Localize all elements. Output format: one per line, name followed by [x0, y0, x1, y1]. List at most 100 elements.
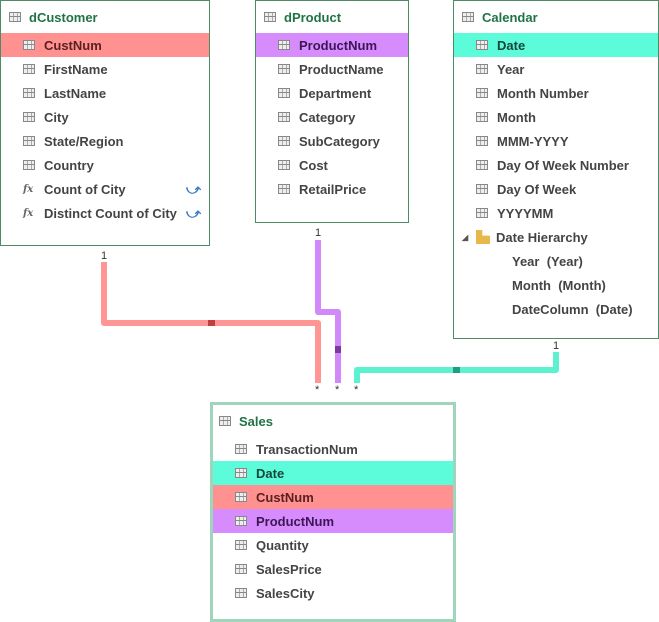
- hierarchy-level-year[interactable]: Year (Year): [454, 249, 658, 273]
- column-icon: [23, 64, 35, 74]
- table-header[interactable]: Calendar: [454, 1, 658, 33]
- field-country[interactable]: Country: [1, 153, 209, 177]
- field-day-of-week-number[interactable]: Day Of Week Number: [454, 153, 658, 177]
- field-mmm-yyyy[interactable]: MMM-YYYY: [454, 129, 658, 153]
- field-month-number[interactable]: Month Number: [454, 81, 658, 105]
- field-label: RetailPrice: [299, 181, 367, 197]
- collapse-triangle-icon[interactable]: ◢: [462, 232, 469, 242]
- hierarchy-date[interactable]: ◢ Date Hierarchy: [454, 225, 658, 249]
- field-month[interactable]: Month: [454, 105, 658, 129]
- field-label: Cost: [299, 157, 328, 173]
- sync-icon: ⤻: [186, 180, 201, 197]
- table-calendar[interactable]: Calendar Date Year Month Number Month MM…: [453, 0, 659, 339]
- field-custnum[interactable]: CustNum: [213, 485, 453, 509]
- hierarchy-icon: [476, 230, 490, 244]
- field-label: Month (Month): [512, 277, 606, 293]
- table-dcustomer[interactable]: dCustomer CustNum FirstName LastName Cit…: [0, 0, 210, 246]
- field-label: Country: [44, 157, 94, 173]
- field-label: Day Of Week: [497, 181, 577, 197]
- field-yyyymm[interactable]: YYYYMM: [454, 201, 658, 225]
- column-icon: [278, 136, 290, 146]
- column-icon: [235, 540, 247, 550]
- field-label: City: [44, 109, 69, 125]
- field-label: FirstName: [44, 61, 108, 77]
- field-subcategory[interactable]: SubCategory: [256, 129, 408, 153]
- field-custnum[interactable]: CustNum: [1, 33, 209, 57]
- field-label: Month: [497, 109, 536, 125]
- field-lastname[interactable]: LastName: [1, 81, 209, 105]
- measure-icon: fx: [23, 183, 34, 195]
- field-salescity[interactable]: SalesCity: [213, 581, 453, 605]
- column-icon: [235, 564, 247, 574]
- field-year[interactable]: Year: [454, 57, 658, 81]
- hierarchy-level-datecolumn[interactable]: DateColumn (Date): [454, 297, 658, 321]
- field-retailprice[interactable]: RetailPrice: [256, 177, 408, 201]
- measure-icon: fx: [23, 207, 34, 219]
- relationship-arrow: [208, 320, 215, 326]
- field-cost[interactable]: Cost: [256, 153, 408, 177]
- relationship-arrow: [453, 367, 460, 373]
- field-label: Date Hierarchy: [496, 229, 588, 245]
- field-city[interactable]: City: [1, 105, 209, 129]
- column-icon: [23, 88, 35, 98]
- field-label: SalesCity: [256, 585, 315, 601]
- field-label: TransactionNum: [256, 441, 358, 457]
- column-icon: [278, 64, 290, 74]
- field-productnum[interactable]: ProductNum: [256, 33, 408, 57]
- column-icon: [23, 136, 35, 146]
- table-title: Sales: [239, 413, 273, 429]
- table-icon: [219, 416, 231, 426]
- field-transactionnum[interactable]: TransactionNum: [213, 437, 453, 461]
- hierarchy-level-month[interactable]: Month (Month): [454, 273, 658, 297]
- field-label: Month Number: [497, 85, 589, 101]
- field-productnum[interactable]: ProductNum: [213, 509, 453, 533]
- field-label: YYYYMM: [497, 205, 554, 221]
- field-label: CustNum: [44, 37, 102, 53]
- field-label: CustNum: [256, 489, 314, 505]
- field-label: MMM-YYYY: [497, 133, 569, 149]
- field-label: Department: [299, 85, 372, 101]
- table-icon: [9, 12, 21, 22]
- column-icon: [278, 160, 290, 170]
- cardinality-many: *: [335, 384, 340, 396]
- column-icon: [235, 492, 247, 502]
- field-label: Year: [497, 61, 525, 77]
- field-firstname[interactable]: FirstName: [1, 57, 209, 81]
- field-date[interactable]: Date: [213, 461, 453, 485]
- table-dproduct[interactable]: dProduct ProductNum ProductName Departme…: [255, 0, 409, 223]
- field-label: Day Of Week Number: [497, 157, 629, 173]
- field-label: SalesPrice: [256, 561, 322, 577]
- column-icon: [476, 64, 488, 74]
- field-department[interactable]: Department: [256, 81, 408, 105]
- field-category[interactable]: Category: [256, 105, 408, 129]
- column-icon: [476, 112, 488, 122]
- field-label: Date: [256, 465, 285, 481]
- column-icon: [476, 136, 488, 146]
- field-quantity[interactable]: Quantity: [213, 533, 453, 557]
- field-label: ProductNum: [299, 37, 377, 53]
- column-icon: [235, 516, 247, 526]
- field-label: DateColumn (Date): [512, 301, 633, 317]
- table-header[interactable]: Sales: [213, 405, 453, 437]
- column-icon: [278, 88, 290, 98]
- table-title: Calendar: [482, 9, 538, 25]
- table-icon: [462, 12, 474, 22]
- field-salesprice[interactable]: SalesPrice: [213, 557, 453, 581]
- cardinality-one: 1: [315, 227, 322, 239]
- field-state-region[interactable]: State/Region: [1, 129, 209, 153]
- field-label: Distinct Count of City: [44, 205, 177, 221]
- table-header[interactable]: dProduct: [256, 1, 408, 33]
- table-sales[interactable]: Sales TransactionNum Date CustNum Produc…: [210, 402, 456, 622]
- field-date[interactable]: Date: [454, 33, 658, 57]
- column-icon: [476, 160, 488, 170]
- field-label: Category: [299, 109, 356, 125]
- field-productname[interactable]: ProductName: [256, 57, 408, 81]
- column-icon: [23, 40, 35, 50]
- column-icon: [476, 40, 488, 50]
- field-label: ProductNum: [256, 513, 334, 529]
- field-day-of-week[interactable]: Day Of Week: [454, 177, 658, 201]
- table-header[interactable]: dCustomer: [1, 1, 209, 33]
